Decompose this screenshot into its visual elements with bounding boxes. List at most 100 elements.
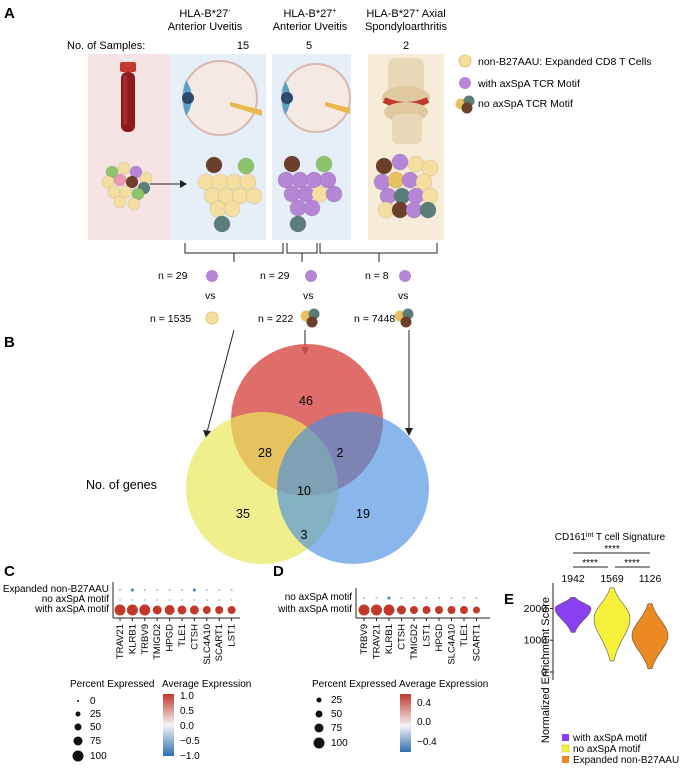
color-label-c-0: 1.0 [180,691,194,702]
dot-c-r0-6 [192,588,196,592]
dot-c-r1-7 [205,599,208,601]
panel-d-size-legend [313,697,325,749]
cell-6 [125,175,139,189]
dot-c-r2-6 [189,605,199,615]
panel-d-dots [358,596,480,616]
cell-2 [407,155,425,173]
cell-7 [415,173,433,191]
dot-c-r1-3 [156,599,159,601]
dot-c-r0-4 [168,588,171,592]
joint-icon [382,58,430,144]
blood-arrow-head [180,180,187,188]
tick-e-label-1: 1000 [524,635,548,647]
panel-d-gene-5: LST1 [422,624,433,647]
comp3-bottom-cells [394,308,414,328]
cell-11 [421,187,439,205]
cell-5 [113,173,127,187]
dot-c-r1-5 [181,599,183,601]
arrow-to-blue-head [405,428,413,436]
size-legend-d-25 [316,697,322,703]
size-label-c-75: 75 [90,736,102,747]
dot-d-r0-6 [437,596,441,600]
blood-cell-cluster [101,161,153,211]
venn-count-red-yellow: 28 [258,446,272,460]
comp1-top-cell [206,270,218,282]
color-label-c-2: 0.0 [180,721,194,732]
dot-c-r0-9 [230,588,233,592]
dot-c-r2-4 [164,605,175,615]
panel-c-gene-4: HPGD [165,624,176,652]
dot-d-r1-2 [383,604,395,616]
sig-label-left: **** [582,558,598,569]
size-legend-d-75 [314,723,324,733]
panel-d-gene-8: TLE1 [459,624,470,647]
comp3-n-bottom: n = 7448 [354,313,395,325]
cell-15 [419,201,437,219]
dot-d-r1-7 [447,606,456,614]
comp2-n-bottom: n = 222 [258,313,293,325]
group2-count: 5 [306,40,312,52]
size-legend-c-100 [72,750,84,762]
dot-c-r2-9 [227,606,236,614]
panel-c-color-title: Average Expression [162,679,251,690]
dot-c-r2-1 [126,604,138,616]
group2-title: HLA-B*27+ [283,8,336,20]
dot-c-r1-9 [230,599,233,601]
eye-icon-2 [281,63,351,133]
comp1-vs: vs [205,290,216,302]
venn-count-yellow-blue: 3 [301,528,308,542]
group3-count: 2 [403,40,409,52]
dot-d-r1-3 [397,605,406,615]
panel-c-gene-6: CTSH [189,624,200,650]
panel-e-ylabel: Normalized Enrichment Score [540,597,552,743]
size-label-c-0: 0 [90,696,96,707]
legend-label-expanded: non-B27AAU: Expanded CD8 T Cells [478,56,652,68]
venn-label: No. of genes [86,478,157,492]
size-legend-d-100 [313,737,325,749]
dot-d-r0-2 [387,596,391,600]
size-label-c-25: 25 [90,709,102,720]
panel-c-gene-0: TRAV21 [115,624,126,659]
dot-d-r0-8 [462,596,466,600]
legend-swatch-with-motif [459,77,471,89]
panel-c-row-1: no axSpA motif [42,594,109,605]
dot-c-r0-3 [156,588,159,592]
tick-e-label-0: 0 [541,667,547,679]
panel-a-letter: A [4,5,15,22]
dot-d-r0-4 [412,596,416,600]
panel-d-row-0: no axSpA motif [285,592,352,603]
sig-label-right: **** [624,558,640,569]
dot-c-r1-2 [143,599,146,601]
cell-0 [283,155,301,173]
legend-swatch-no-motif-c [461,102,473,114]
venn-count-blue-only: 19 [356,507,370,521]
violin-0 [554,597,592,633]
venn-circle-blue [277,412,429,564]
dot-c-r2-0 [114,604,126,616]
color-label-c-3: −0.5 [180,736,200,747]
size-legend-c-75 [73,736,83,746]
panel-d-gene-7: SLC4A10 [447,624,458,665]
size-legend-c-50 [74,723,82,731]
panel-c-colorbar [163,694,174,756]
size-label-d-50: 50 [331,709,343,720]
violin-count-0: 1942 [561,573,585,585]
panel-d-gene-9: SCART1 [472,624,483,661]
panel-e-violins [554,587,669,670]
sig-label-top: **** [604,544,620,555]
bracket-2 [286,243,318,254]
group3-subtitle: Spondyloarthritis [365,21,447,33]
panel-e-letter: E [504,591,514,608]
comp3-top-cell [399,270,411,282]
panel-c-gene-1: KLRB1 [127,624,138,654]
panel-c-size-legend [72,700,84,762]
panel-c-gene-2: TRBV9 [140,624,151,655]
group1-count: 15 [237,40,249,52]
panel-d-gene-2: KLRB1 [384,624,395,654]
panel-c-size-title: Percent Expressed [70,679,155,690]
size-label-d-25: 25 [331,695,343,706]
